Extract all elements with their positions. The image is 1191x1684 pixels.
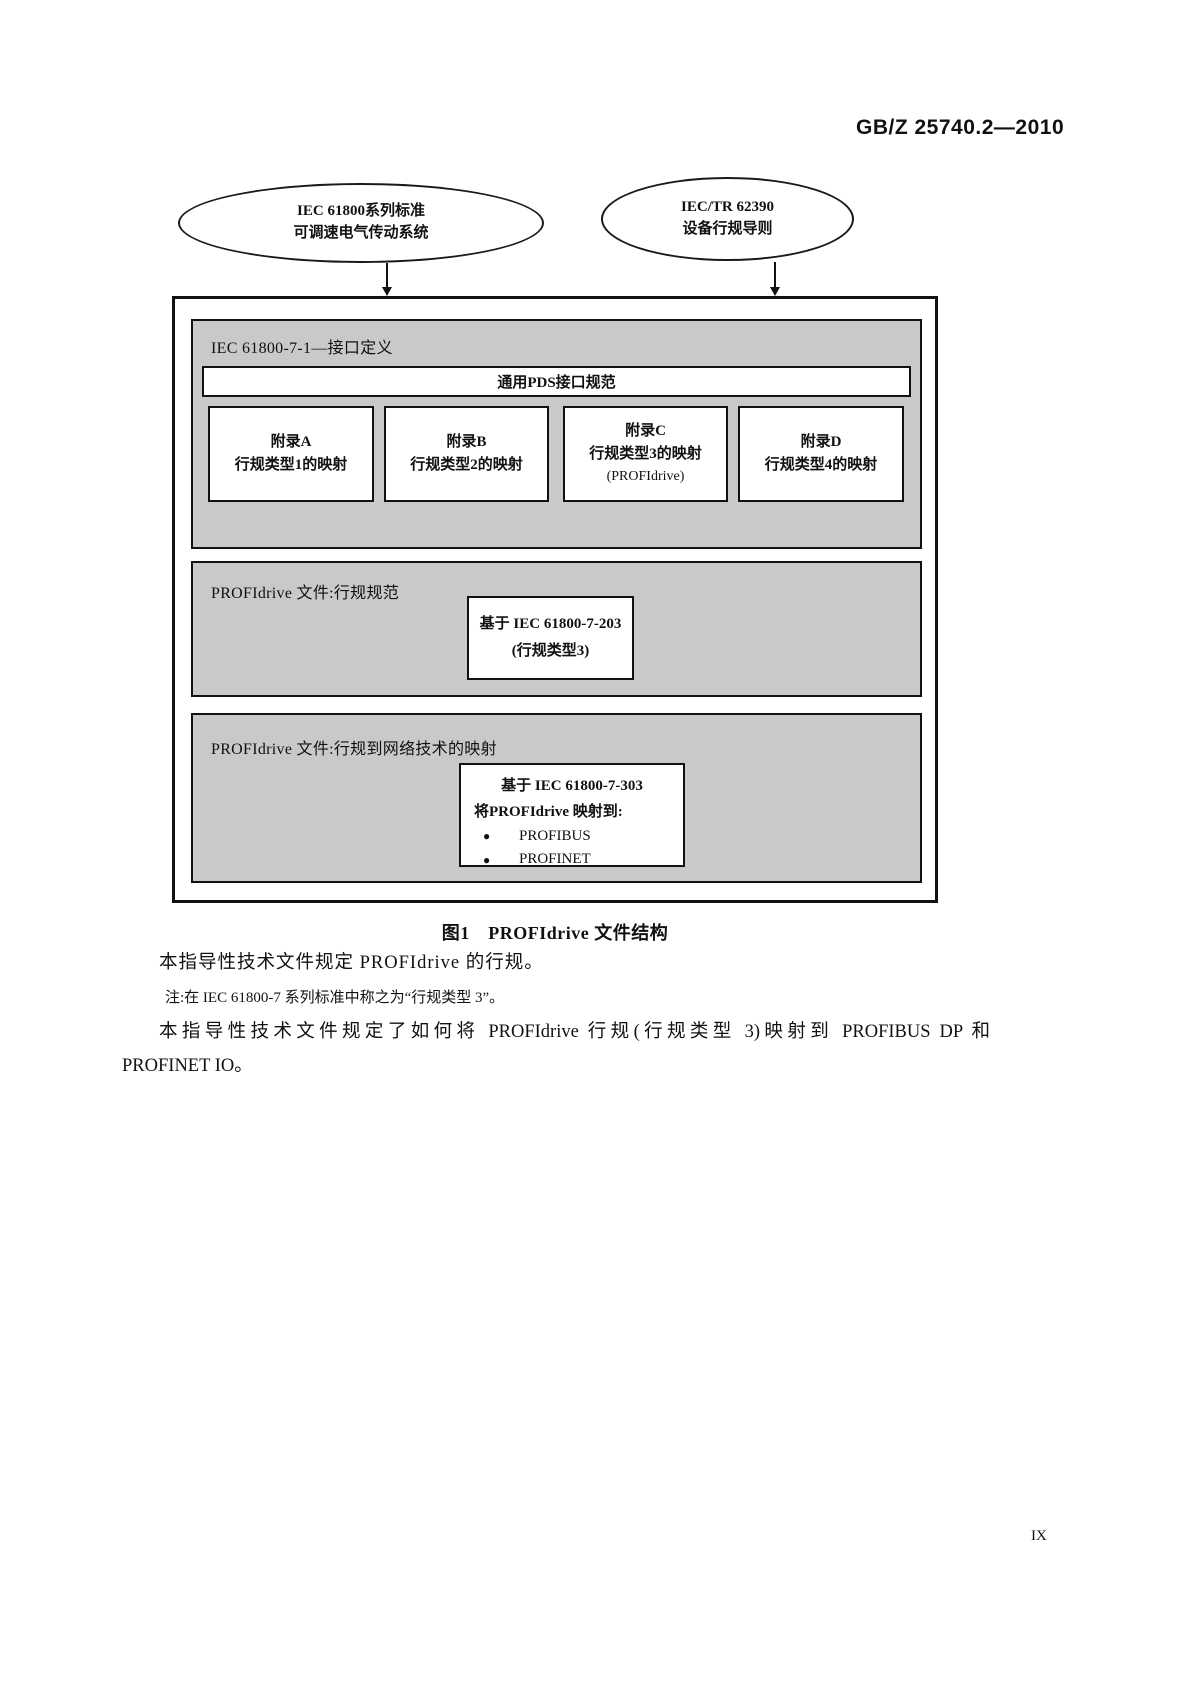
- annex-label: 附录C: [625, 422, 666, 439]
- annex-desc: 行规类型3的映射: [589, 446, 702, 463]
- generic-pds-interface-bar: 通用PDS接口规范: [202, 366, 911, 397]
- bullet-label: PROFIBUS: [519, 828, 591, 844]
- annex-label: 附录A: [270, 433, 312, 450]
- body-paragraph-2-line2: PROFINET IO。: [122, 1056, 253, 1076]
- section-title: PROFIdrive 文件:行规到网络技术的映射: [211, 741, 497, 758]
- annex-b-box: 附录B 行规类型2的映射: [384, 406, 549, 502]
- arrow-shaft: [386, 263, 388, 287]
- ellipse-line2: 可调速电气传动系统: [293, 225, 429, 241]
- body-note: 注:在 IEC 61800-7 系列标准中称之为“行规类型 3”。: [165, 990, 505, 1006]
- box-title: 基于 IEC 61800-7-303: [501, 778, 643, 794]
- ellipse-line1: IEC 61800系列标准: [297, 203, 425, 220]
- annex-desc: 行规类型4的映射: [764, 457, 878, 473]
- section-title: IEC 61800-7-1—接口定义: [211, 340, 393, 357]
- page-number: IX: [1031, 1528, 1047, 1544]
- bullet-icon: ●: [483, 829, 491, 844]
- arrow-head: [382, 287, 392, 296]
- source-ellipse-iec61800: IEC 61800系列标准 可调速电气传动系统: [178, 183, 544, 263]
- figure-caption: 图1 PROFIdrive 文件结构: [441, 923, 669, 943]
- source-ellipse-iectr62390: IEC/TR 62390 设备行规导则: [601, 177, 854, 261]
- arrow-shaft: [774, 262, 776, 287]
- annex-desc: 行规类型1的映射: [234, 457, 348, 473]
- section-title: PROFIdrive 文件:行规规范: [211, 585, 400, 602]
- section-profile-specification: PROFIdrive 文件:行规规范 基于 IEC 61800-7-203 (行…: [191, 561, 922, 697]
- body-paragraph-2-line1: 本指导性技术文件规定了如何将 PROFIdrive 行规(行规类型 3)映射到 …: [159, 1022, 990, 1042]
- box-subtitle: 将PROFIdrive 映射到:: [474, 804, 623, 820]
- down-arrow-icon: [382, 263, 392, 296]
- annex-d-box: 附录D 行规类型4的映射: [738, 406, 904, 502]
- annex-desc: 行规类型2的映射: [410, 457, 523, 473]
- iec-61800-7-203-box: 基于 IEC 61800-7-203 (行规类型3): [467, 596, 634, 680]
- section-interface-definition: IEC 61800-7-1—接口定义 通用PDS接口规范 附录A 行规类型1的映…: [191, 319, 922, 549]
- box-line2: (行规类型3): [511, 643, 590, 659]
- annex-c-box: 附录C 行规类型3的映射 (PROFIdrive): [563, 406, 728, 502]
- bullet-item: ● PROFIBUS: [461, 825, 683, 848]
- annex-label: 附录B: [446, 433, 487, 450]
- body-paragraph-1: 本指导性技术文件规定 PROFIdrive 的行规。: [159, 953, 544, 973]
- arrow-head: [770, 287, 780, 296]
- down-arrow-icon: [770, 262, 780, 296]
- section-network-mapping: PROFIdrive 文件:行规到网络技术的映射 基于 IEC 61800-7-…: [191, 713, 922, 883]
- ellipse-line2: 设备行规导则: [682, 221, 773, 237]
- iec-61800-7-303-box: 基于 IEC 61800-7-303 将PROFIdrive 映射到: ● PR…: [459, 763, 685, 867]
- diagram-frame: IEC 61800-7-1—接口定义 通用PDS接口规范 附录A 行规类型1的映…: [172, 296, 938, 903]
- annex-a-box: 附录A 行规类型1的映射: [208, 406, 374, 502]
- bullet-icon: ●: [483, 852, 491, 867]
- ellipse-line1: IEC/TR 62390: [681, 199, 774, 216]
- annex-label: 附录D: [800, 433, 842, 450]
- standard-number-header: GB/Z 25740.2—2010: [856, 116, 1065, 139]
- box-line1: 基于 IEC 61800-7-203: [479, 616, 622, 632]
- annex-note: (PROFIdrive): [606, 469, 685, 485]
- bullet-item: ● PROFINET: [461, 848, 683, 871]
- bullet-label: PROFINET: [519, 851, 591, 868]
